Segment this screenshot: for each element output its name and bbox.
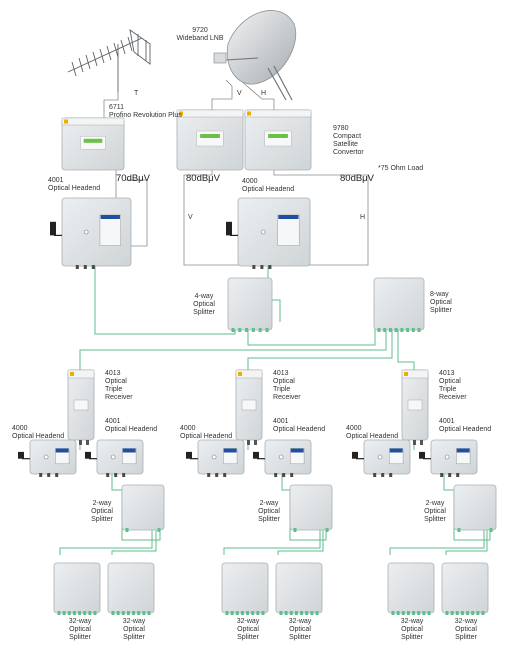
profino-revolution-plus bbox=[61, 117, 125, 171]
satellite-convertor-h bbox=[244, 109, 312, 171]
optical-splitter-8way bbox=[373, 277, 425, 332]
receiver-1-label: 4013 Optical Triple Receiver bbox=[105, 370, 133, 401]
optical-triple-receiver-1 bbox=[67, 369, 95, 445]
hub-2-optical-headend-4000 bbox=[186, 439, 245, 477]
hub-1-optical-splitter-32way-b bbox=[107, 562, 155, 615]
hub-1-4001-label: 4001 Optical Headend bbox=[105, 418, 158, 433]
optical-headend-4001-top bbox=[50, 197, 132, 269]
hub-1-optical-headend-4000 bbox=[18, 439, 77, 477]
hub-3-optical-splitter-32way-b bbox=[441, 562, 489, 615]
level-80-left-label: 80dBμV bbox=[186, 173, 220, 184]
hub-1-optical-splitter-32way-a bbox=[53, 562, 101, 615]
hub-2-4000-label: 4000 Optical Headend bbox=[180, 425, 233, 440]
hub-2-optical-splitter-32way-a bbox=[221, 562, 269, 615]
hub-3-4000-label: 4000 Optical Headend bbox=[346, 425, 399, 440]
lnb-label: 9720 Wideband LNB bbox=[176, 27, 224, 42]
hub-3-2way-label: 2-way Optical Splitter bbox=[424, 500, 446, 523]
satellite-dish-icon bbox=[213, 10, 296, 101]
load-label: *75 Ohm Load bbox=[378, 165, 424, 172]
hub-3-32way-b-label: 32-way Optical Splitter bbox=[454, 618, 478, 641]
hub-2-optical-headend-4001 bbox=[253, 439, 312, 477]
hub-2-optical-splitter-32way-b bbox=[275, 562, 323, 615]
profino-label: 6711 Profino Revolution Plus bbox=[109, 104, 182, 119]
headend-4000-top-label: 4000 Optical Headend bbox=[242, 178, 295, 193]
splitter-4way-label: 4-way Optical Splitter bbox=[193, 293, 215, 316]
level-70-label: 70dBμV bbox=[116, 173, 150, 184]
splitter-8way-label: 8-way Optical Splitter bbox=[430, 291, 452, 314]
coax-cables bbox=[103, 79, 369, 266]
hub-1-2way-label: 2-way Optical Splitter bbox=[91, 500, 113, 523]
hub-1-32way-a-label: 32-way Optical Splitter bbox=[68, 618, 92, 641]
optical-triple-receiver-2 bbox=[235, 369, 263, 445]
hub-1-optical-headend-4001 bbox=[85, 439, 144, 477]
hub-3-optical-headend-4001 bbox=[419, 439, 478, 477]
receiver-2-label: 4013 Optical Triple Receiver bbox=[273, 370, 301, 401]
optical-triple-receiver-3 bbox=[401, 369, 429, 445]
hub-2-32way-b-label: 32-way Optical Splitter bbox=[288, 618, 312, 641]
hub-2-4001-label: 4001 Optical Headend bbox=[273, 418, 326, 433]
optical-splitter-4way bbox=[227, 277, 273, 332]
receiver-3-label: 4013 Optical Triple Receiver bbox=[439, 370, 467, 401]
mid-v-label: V bbox=[188, 214, 193, 221]
hub-3-4001-label: 4001 Optical Headend bbox=[439, 418, 492, 433]
hub-3-optical-splitter-32way-a bbox=[387, 562, 435, 615]
convertor-label: 9780 Compact Satellite Convertor bbox=[333, 125, 364, 156]
hub-1-optical-splitter-2way bbox=[121, 484, 165, 532]
lnb-h-label: H bbox=[261, 90, 267, 97]
level-80-right-label: 80dBμV bbox=[340, 173, 374, 184]
mid-h-label: H bbox=[360, 214, 366, 221]
antenna-t-label: T bbox=[134, 90, 139, 97]
hub-3-32way-a-label: 32-way Optical Splitter bbox=[400, 618, 424, 641]
hub-1-32way-b-label: 32-way Optical Splitter bbox=[122, 618, 146, 641]
hub-2-32way-a-label: 32-way Optical Splitter bbox=[236, 618, 260, 641]
satellite-convertor-v bbox=[176, 109, 244, 171]
headend-4001-top-label: 4001 Optical Headend bbox=[48, 177, 101, 192]
hub-2-optical-splitter-2way bbox=[289, 484, 333, 532]
hub-1-4000-label: 4000 Optical Headend bbox=[12, 425, 65, 440]
optical-headend-4000-top bbox=[226, 197, 311, 269]
hub-3-optical-splitter-2way bbox=[453, 484, 497, 532]
hub-3-optical-headend-4000 bbox=[352, 439, 411, 477]
hub-2-2way-label: 2-way Optical Splitter bbox=[258, 500, 280, 523]
terrestrial-antenna-icon bbox=[67, 29, 151, 92]
lnb-v-label: V bbox=[237, 90, 242, 97]
